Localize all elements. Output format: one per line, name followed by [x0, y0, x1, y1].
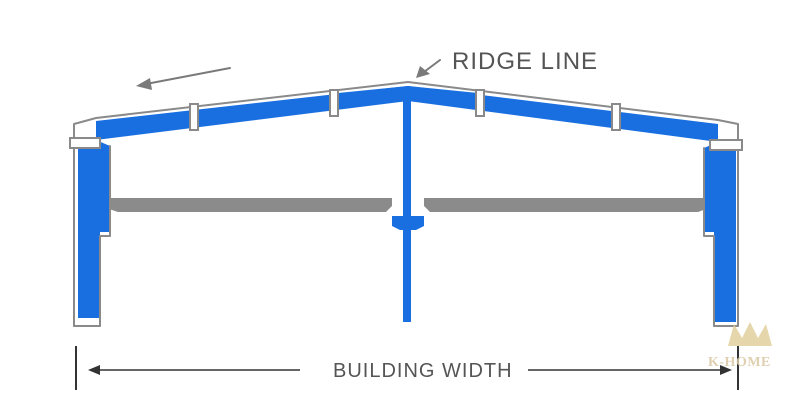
building-width-label: BUILDING WIDTH	[333, 360, 513, 382]
crane-beam-right	[424, 198, 714, 212]
width-arrow-right-icon	[528, 365, 732, 375]
ridge-haunch	[338, 86, 478, 108]
left-crane-bracket	[96, 198, 110, 232]
splice-plate-1	[189, 103, 199, 131]
frame-outline-left	[73, 145, 111, 327]
frame-outline-top	[73, 81, 739, 151]
eave-plate-left	[69, 137, 101, 149]
splice-plate-3	[475, 89, 485, 117]
logo-text: K-HOME	[708, 355, 771, 370]
arrow-down-left-icon	[416, 59, 441, 78]
right-column	[714, 142, 736, 322]
eave-plate-right	[709, 139, 743, 151]
left-column	[78, 140, 100, 318]
center-column	[403, 100, 411, 322]
crown-icon	[728, 322, 772, 346]
center-crane-bracket	[392, 216, 424, 230]
right-crane-bracket	[704, 198, 718, 232]
frame-outline-right	[703, 147, 739, 327]
splice-plate-4	[611, 103, 621, 131]
splice-plate-2	[329, 89, 339, 117]
right-roof-rafter	[408, 86, 718, 142]
ridge-line-label: RIDGE LINE	[452, 48, 598, 75]
width-arrow-left-icon	[88, 365, 300, 375]
crane-beam-left	[100, 198, 392, 212]
k-home-logo: K-HOME	[708, 322, 772, 370]
slope-arrow-icon	[136, 67, 231, 90]
